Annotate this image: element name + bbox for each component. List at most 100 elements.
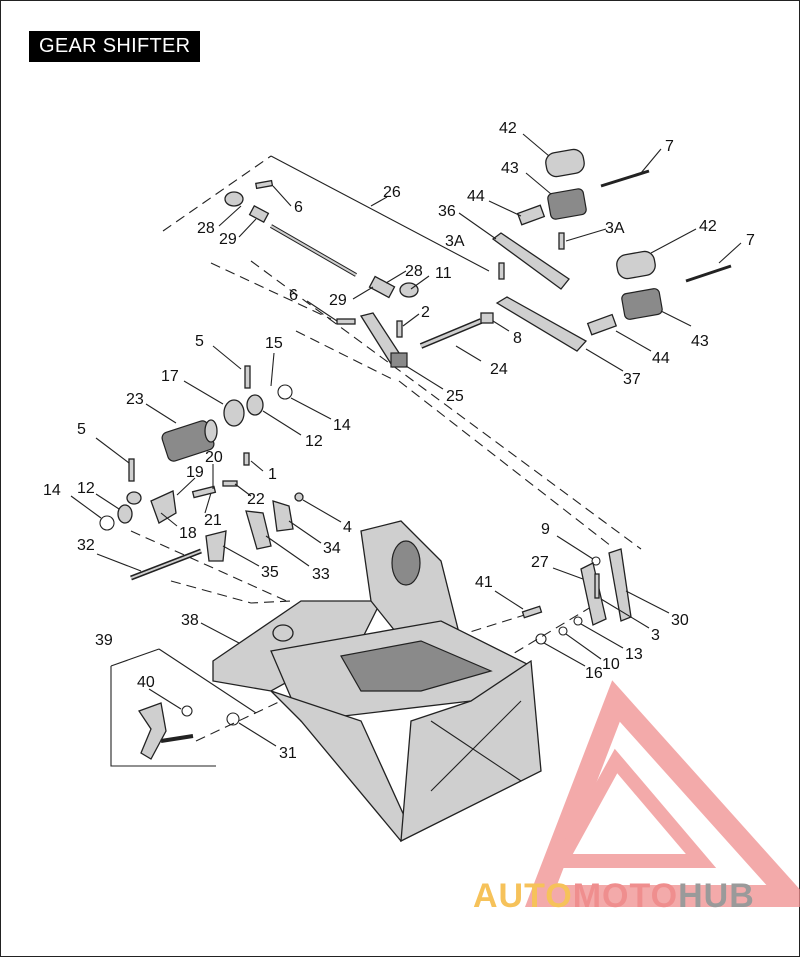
- callout-label: 36: [438, 203, 456, 220]
- callout-label: 5: [77, 421, 86, 438]
- callout-label: 6: [289, 287, 298, 304]
- callout-label: 8: [513, 330, 522, 347]
- callout-label: 33: [312, 566, 330, 583]
- footpegs: [545, 148, 732, 320]
- leader-1: [250, 460, 264, 472]
- pin-3: [594, 573, 600, 599]
- washer-10: [558, 626, 568, 636]
- case-opening: [340, 640, 493, 692]
- dash-main-1: [250, 260, 642, 550]
- locknut-left: [248, 204, 270, 224]
- leader-14-top: [290, 397, 332, 420]
- dash-main-2: [295, 330, 397, 382]
- leader-23: [145, 403, 177, 424]
- watermark-hub: HUB: [678, 877, 755, 915]
- page-title: GEAR SHIFTER: [29, 31, 201, 62]
- fork-33: [245, 510, 272, 550]
- callout-label: 26: [383, 184, 401, 201]
- footpeg-bracket-36: [491, 232, 570, 290]
- logo-outer-triangle: [524, 680, 800, 907]
- leader-41: [494, 590, 524, 610]
- callout-label: 44: [652, 350, 670, 367]
- leader-24: [455, 345, 482, 362]
- leader-4: [302, 499, 342, 523]
- leader-7-top: [640, 148, 662, 174]
- callout-label: 14: [333, 417, 351, 434]
- shift-linkage: [224, 179, 419, 325]
- callout-label: 13: [625, 646, 643, 663]
- leader-6-bottom: [306, 300, 338, 322]
- pin-44-bottom: [586, 313, 618, 336]
- pin-7-bottom: [685, 264, 732, 283]
- leader-38: [200, 622, 240, 644]
- leader-14-left: [70, 495, 102, 519]
- leader-26: [370, 196, 388, 207]
- washer-13: [573, 616, 583, 626]
- leader-28-top: [218, 205, 242, 227]
- leader-2: [402, 313, 420, 327]
- leader-16: [543, 642, 586, 667]
- ball-4: [294, 492, 304, 502]
- callout-label: 16: [585, 665, 603, 682]
- locknut-right: [368, 275, 396, 299]
- watermark-moto: MOTO: [573, 877, 678, 915]
- screw-5-left: [128, 458, 135, 482]
- shift-arm-27: [580, 562, 607, 626]
- callout-label: 43: [691, 333, 709, 350]
- rod-end-right: [399, 282, 419, 298]
- washer-9: [591, 556, 601, 566]
- shifter-lever: [359, 312, 494, 368]
- callout-labels: 42 7 43 26 44 36 6 28 29 3A 3A 42 7 28 1…: [43, 120, 755, 762]
- leader-lines: [70, 133, 742, 747]
- dash-rod: [130, 530, 292, 604]
- callout-label: 11: [435, 265, 452, 282]
- bolt-3a-left: [498, 262, 505, 280]
- callout-label: 30: [671, 612, 689, 629]
- callout-label: 6: [294, 199, 303, 216]
- callout-label: 27: [531, 554, 549, 571]
- lever-hub: [390, 352, 408, 368]
- fork-34: [272, 500, 294, 532]
- callout-label: 39: [95, 632, 113, 649]
- leader-21: [204, 492, 212, 514]
- bracket-26-top: [270, 155, 490, 272]
- leader-7-bottom: [718, 242, 742, 264]
- bearing-12-left: [117, 504, 133, 524]
- callout-label: 12: [305, 433, 323, 450]
- callout-label: 28: [405, 263, 423, 280]
- watermark-text: AUTOMOTOHUB: [473, 877, 755, 915]
- callout-label: 43: [501, 160, 519, 177]
- watermark-auto: AUTO: [473, 877, 573, 915]
- dash-rod-2: [170, 580, 292, 604]
- leader-34: [288, 520, 322, 544]
- leader-29-top: [238, 218, 257, 238]
- leader-5-top: [212, 345, 242, 370]
- leader-3a-right: [565, 228, 607, 242]
- clip-31: [226, 712, 240, 726]
- callout-label: 35: [261, 564, 279, 581]
- leader-17: [183, 380, 224, 405]
- pin-7-top: [600, 169, 650, 188]
- leader-9: [556, 535, 594, 560]
- leader-11: [410, 275, 430, 290]
- case-bore: [391, 540, 421, 586]
- leader-5-left: [95, 437, 130, 464]
- shaft-24-fill: [420, 319, 482, 348]
- leader-15: [270, 352, 275, 387]
- callout-label: 22: [247, 491, 265, 508]
- callout-label: 42: [499, 120, 517, 137]
- callout-label: 7: [665, 138, 674, 155]
- leader-44-top: [488, 200, 522, 217]
- callout-label: 12: [77, 480, 95, 497]
- callout-label: 44: [467, 188, 485, 205]
- drum-end: [204, 419, 218, 443]
- leader-31: [238, 722, 277, 747]
- bracket-26-bottom: [210, 262, 332, 320]
- shift-rod-fill: [270, 225, 357, 276]
- callout-label: 40: [137, 674, 155, 691]
- callout-label: 23: [126, 391, 144, 408]
- bracket-39-diag: [158, 648, 257, 714]
- shift-shaft-parts: [521, 548, 632, 645]
- callout-label: 4: [343, 519, 352, 536]
